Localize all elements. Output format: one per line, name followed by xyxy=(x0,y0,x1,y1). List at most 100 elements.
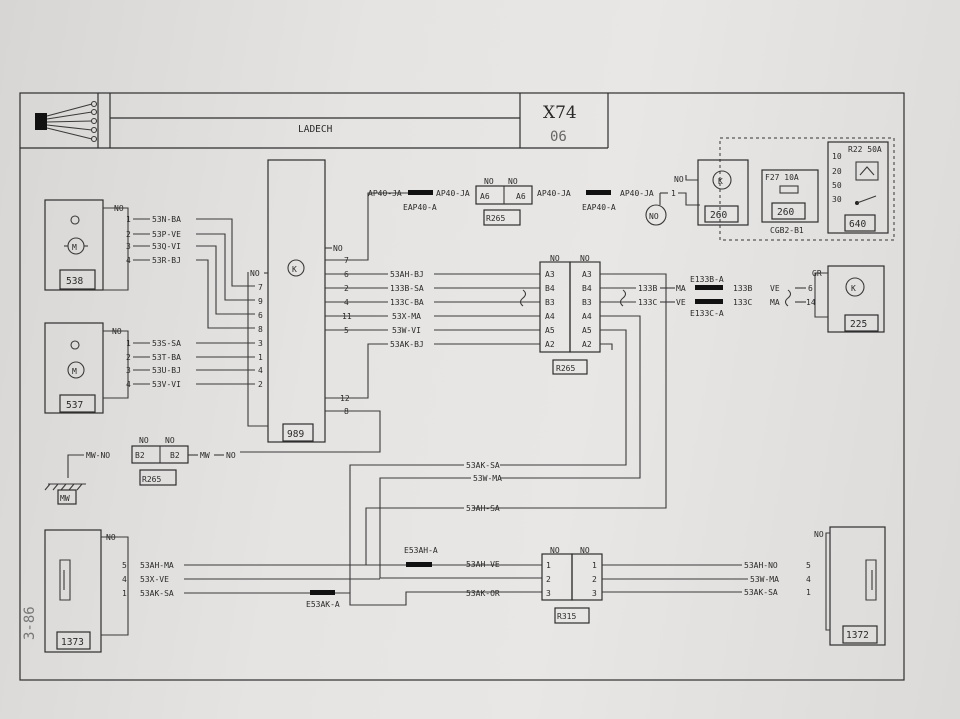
svg-text:1: 1 xyxy=(546,561,551,570)
svg-text:5: 5 xyxy=(122,561,127,570)
mid-wires: 53AK-SA 53W-MA 53AH-SA xyxy=(349,461,542,593)
svg-text:1: 1 xyxy=(122,589,127,598)
svg-text:1: 1 xyxy=(806,588,811,597)
svg-text:VE: VE xyxy=(676,298,686,307)
svg-text:1373: 1373 xyxy=(61,637,84,648)
svg-text:NO: NO xyxy=(226,451,236,460)
svg-text:NO: NO xyxy=(649,212,659,221)
svg-text:1: 1 xyxy=(126,339,131,348)
svg-text:14: 14 xyxy=(806,298,816,307)
svg-text:133B: 133B xyxy=(638,284,657,293)
svg-text:NO: NO xyxy=(550,254,560,263)
svg-text:53W-MA: 53W-MA xyxy=(750,575,779,584)
svg-text:M: M xyxy=(72,243,77,252)
svg-text:NO: NO xyxy=(250,269,260,278)
svg-text:53AH-NO: 53AH-NO xyxy=(744,561,778,570)
component-225: 225 K GR 6 14 xyxy=(806,265,885,333)
svg-text:53AK-SA: 53AK-SA xyxy=(466,461,500,470)
svg-text:MA: MA xyxy=(770,298,780,307)
svg-text:NO: NO xyxy=(333,244,343,253)
svg-text:53U-BJ: 53U-BJ xyxy=(152,366,181,375)
svg-text:AP40-JA: AP40-JA xyxy=(368,189,402,198)
component-1373: 1373 NO 5 53AH-MA 4 53X-VE 1 53AK-SA E53… xyxy=(44,529,542,653)
svg-text:53W-VI: 53W-VI xyxy=(392,326,421,335)
svg-text:133C: 133C xyxy=(638,298,657,307)
svg-text:NO: NO xyxy=(580,254,590,263)
svg-text:53N-BA: 53N-BA xyxy=(152,215,181,224)
svg-text:225: 225 xyxy=(850,319,867,330)
svg-text:E53AH-A: E53AH-A xyxy=(404,546,438,555)
svg-text:A4: A4 xyxy=(545,312,555,321)
svg-text:R265: R265 xyxy=(486,214,505,223)
svg-text:4: 4 xyxy=(126,380,131,389)
twisted-pair-icon xyxy=(784,289,792,307)
svg-text:K: K xyxy=(292,265,297,274)
svg-text:E133C-A: E133C-A xyxy=(690,309,724,318)
svg-text:1: 1 xyxy=(671,189,676,198)
svg-text:NO: NO xyxy=(508,177,518,186)
svg-text:133C: 133C xyxy=(733,298,752,307)
svg-text:A2: A2 xyxy=(582,340,592,349)
svg-text:2: 2 xyxy=(126,353,131,362)
svg-text:2: 2 xyxy=(546,575,551,584)
svg-text:260: 260 xyxy=(710,210,727,221)
svg-text:53X-VE: 53X-VE xyxy=(140,575,169,584)
svg-text:9: 9 xyxy=(258,297,263,306)
svg-text:A4: A4 xyxy=(582,312,592,321)
svg-text:133C-BA: 133C-BA xyxy=(390,298,424,307)
svg-text:4: 4 xyxy=(806,575,811,584)
svg-text:R315: R315 xyxy=(557,612,576,621)
svg-text:4: 4 xyxy=(126,256,131,265)
svg-text:3: 3 xyxy=(546,589,551,598)
svg-text:NO: NO xyxy=(114,204,124,213)
svg-text:R265: R265 xyxy=(556,364,575,373)
module-989: 989 K NO 7 9 6 8 3 1 4 2 NO 7 6 2 4 11 5… xyxy=(240,159,412,453)
svg-text:6: 6 xyxy=(258,311,263,320)
svg-text:K: K xyxy=(718,177,723,186)
component-1372: 53AH-NO 5 53W-MA 4 53AK-SA 1 1372 NO xyxy=(744,526,886,646)
splice-e133: E133B-A MA 133B VE VE 133C MA E133C-A xyxy=(676,275,806,318)
svg-text:53X-MA: 53X-MA xyxy=(392,312,421,321)
no-circle-icon xyxy=(645,204,667,226)
svg-text:2: 2 xyxy=(126,230,131,239)
svg-text:53AH-SA: 53AH-SA xyxy=(466,504,500,513)
svg-text:A5: A5 xyxy=(545,326,555,335)
svg-text:133B-SA: 133B-SA xyxy=(390,284,424,293)
motor-537: 537 M xyxy=(44,322,129,414)
sheet-number: 06 xyxy=(550,129,567,145)
svg-text:53AK-SA: 53AK-SA xyxy=(744,588,778,597)
svg-text:8: 8 xyxy=(258,325,263,334)
svg-text:E53AK-A: E53AK-A xyxy=(306,600,340,609)
svg-text:20: 20 xyxy=(832,167,842,176)
bus-989-r265: 53AH-BJ 133B-SA 133C-BA 53X-MA 53W-VI 53… xyxy=(325,270,540,354)
svg-text:53AK-BJ: 53AK-BJ xyxy=(390,340,424,349)
svg-text:3: 3 xyxy=(592,589,597,598)
svg-text:R22 50A: R22 50A xyxy=(848,145,882,154)
splice-e53ah: E53AH-A 53AH-VE 53AK-OR xyxy=(404,546,500,598)
svg-text:K: K xyxy=(851,284,856,293)
component-260: 260 K xyxy=(685,159,749,226)
svg-text:A6: A6 xyxy=(516,192,526,201)
page-ref: 3-86 xyxy=(22,606,38,640)
svg-text:B2: B2 xyxy=(170,451,180,460)
svg-text:B2: B2 xyxy=(135,451,145,460)
svg-text:53AH-VE: 53AH-VE xyxy=(466,560,500,569)
svg-text:53Q-VI: 53Q-VI xyxy=(152,242,181,251)
svg-text:A5: A5 xyxy=(582,326,592,335)
svg-text:53V-VI: 53V-VI xyxy=(152,380,181,389)
svg-text:MW-NO: MW-NO xyxy=(86,451,110,460)
svg-text:53W-MA: 53W-MA xyxy=(473,474,502,483)
svg-text:4: 4 xyxy=(258,366,263,375)
svg-text:A6: A6 xyxy=(480,192,490,201)
svg-text:F27 10A: F27 10A xyxy=(765,173,799,182)
svg-text:NO: NO xyxy=(814,530,824,539)
svg-text:A3: A3 xyxy=(582,270,592,279)
svg-text:AP40-JA: AP40-JA xyxy=(537,189,571,198)
svg-text:B4: B4 xyxy=(545,284,555,293)
svg-text:53AH-MA: 53AH-MA xyxy=(140,561,174,570)
svg-text:MW: MW xyxy=(60,494,70,503)
svg-text:53AK-SA: 53AK-SA xyxy=(140,589,174,598)
connector-icon xyxy=(35,100,98,143)
svg-text:4: 4 xyxy=(122,575,127,584)
